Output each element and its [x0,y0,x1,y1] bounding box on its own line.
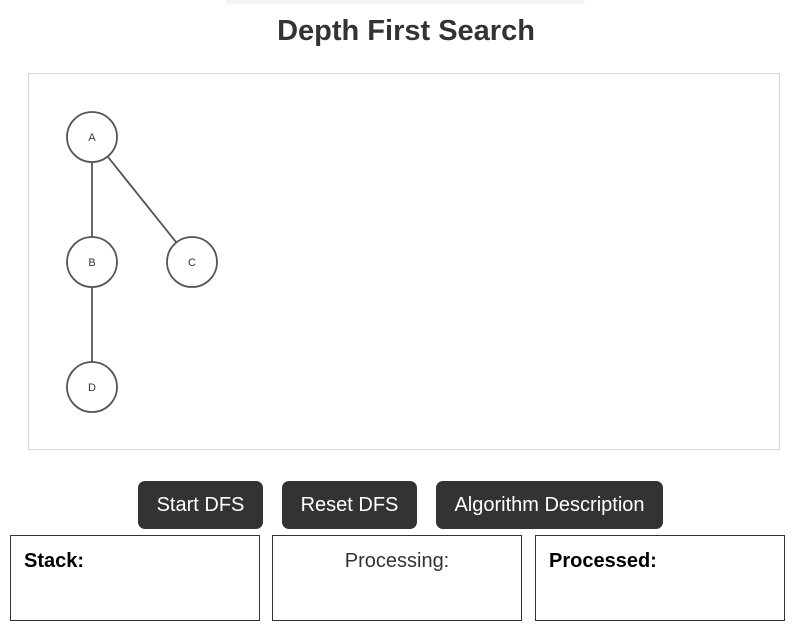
node-label: C [188,257,196,269]
processed-panel-title: Processed: [549,550,657,572]
stack-panel: Stack: [10,535,260,621]
graph-node-c: C [166,236,218,288]
node-label: D [88,382,96,394]
graph-node-b: B [66,236,118,288]
processing-panel: Processing: [272,535,522,621]
reset-dfs-button[interactable]: Reset DFS [282,481,417,529]
start-dfs-button[interactable]: Start DFS [138,481,263,529]
node-label: A [88,132,96,144]
processing-panel-title: Processing: [344,550,450,572]
graph-canvas: A B C D [28,73,780,450]
node-circle [66,361,118,413]
top-bar-sliver [225,0,585,4]
graph-node-a: A [66,111,118,163]
stack-panel-title: Stack: [24,550,85,572]
node-circle [66,236,118,288]
nodes-layer: A B C D [66,111,218,413]
graph-svg: A B C D [66,111,218,413]
graph-node-d: D [66,361,118,413]
node-label: B [88,257,95,269]
page-title: Depth First Search [277,15,535,47]
node-circle [66,111,118,163]
node-circle [166,236,218,288]
processed-panel: Processed: [535,535,785,621]
algorithm-description-button[interactable]: Algorithm Description [436,481,663,529]
edge-a-c [91,136,193,263]
